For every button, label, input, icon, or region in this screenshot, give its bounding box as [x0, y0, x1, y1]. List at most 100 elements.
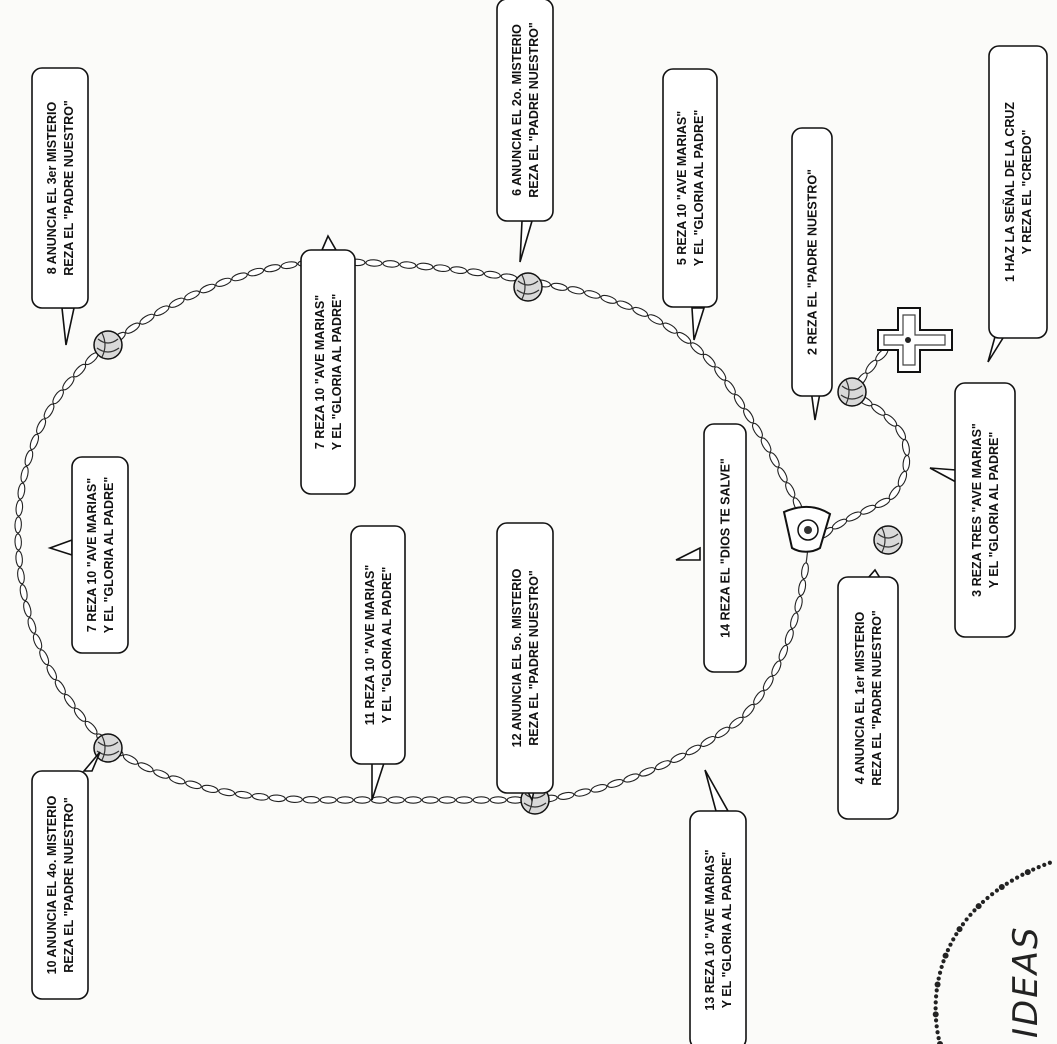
ideas-logo-text: IDEAS — [1006, 925, 1046, 1038]
chain-link — [801, 562, 809, 580]
bubble-line: 14 REZA EL "DIOS TE SALVE" — [719, 458, 733, 638]
logo-bead — [934, 981, 941, 988]
crucifix-icon — [877, 307, 953, 373]
logo-bead — [951, 937, 956, 942]
bubble-tail — [371, 762, 386, 801]
bubble-text: 11 REZA 10 "AVE MARIAS"Y EL "GLORIA AL P… — [363, 565, 394, 726]
chain-link — [370, 796, 388, 804]
instruction-bubble-b3: 3 REZA TRES "AVE MARIAS"Y EL "GLORIA AL … — [929, 382, 1016, 638]
bubble-line: 13 REZA 10 "AVE MARIAS" — [703, 849, 717, 1010]
bubble-text: 3 REZA TRES "AVE MARIAS"Y EL "GLORIA AL … — [970, 423, 1001, 597]
chain-link — [14, 516, 22, 534]
logo-bead — [975, 903, 982, 910]
chain-link — [762, 675, 774, 691]
logo-bead — [1020, 872, 1025, 877]
bubble-line: Y EL "GLORIA AL PADRE" — [102, 477, 116, 634]
chain-pendant — [819, 337, 908, 539]
chain-link — [874, 497, 891, 509]
logo-bead — [954, 932, 959, 937]
logo-bead — [968, 912, 973, 917]
instruction-bubble-b7b: 7 REZA 10 "AVE MARIAS"Y EL "GLORIA AL PA… — [47, 456, 129, 654]
logo-bead — [980, 899, 986, 905]
chain-link — [662, 322, 678, 334]
bubble-text: 13 REZA 10 "AVE MARIAS"Y EL "GLORIA AL P… — [703, 849, 734, 1010]
logo-bead — [1036, 865, 1041, 870]
bubble-line: REZA EL "PADRE NUESTRO" — [62, 797, 76, 973]
bubble-box — [689, 810, 747, 1044]
logo-bead — [1009, 878, 1015, 883]
logo-bead — [933, 994, 939, 999]
chain-link — [623, 773, 640, 783]
bubble-box — [300, 249, 356, 495]
chain-link — [685, 744, 702, 756]
logo-bead — [937, 1041, 943, 1044]
chain-link — [784, 628, 794, 646]
chain-link — [399, 261, 417, 269]
chain-link — [700, 735, 716, 747]
chain-link — [19, 584, 28, 601]
chain-link — [831, 518, 848, 530]
chain-link — [234, 790, 252, 799]
bubble-tail — [47, 538, 73, 557]
chain-link — [751, 422, 763, 438]
chain-link — [557, 791, 575, 800]
bubble-box — [31, 770, 89, 1000]
logo-bead — [964, 917, 969, 922]
chain-link — [421, 796, 439, 804]
chain-link — [489, 796, 507, 804]
chain-link — [137, 762, 154, 773]
instruction-bubble-b13: 13 REZA 10 "AVE MARIAS"Y EL "GLORIA AL P… — [689, 769, 747, 1044]
chain-link — [901, 438, 910, 456]
chain-link — [600, 294, 617, 304]
logo-bead — [1024, 869, 1031, 876]
bubble-tail — [929, 467, 957, 484]
chain-link — [218, 788, 236, 797]
chain-link — [550, 282, 568, 291]
chain-link — [574, 788, 591, 797]
chain-link — [73, 707, 87, 722]
bubble-box — [31, 67, 89, 309]
chain-link — [387, 796, 405, 804]
bubble-box — [662, 68, 718, 308]
chain-link — [714, 726, 730, 739]
logo-bead — [948, 942, 953, 947]
chain-link — [729, 716, 744, 729]
chain-link — [84, 720, 98, 735]
padre-nuestro-bead — [513, 272, 543, 302]
chain-link — [743, 408, 755, 424]
bubble-line: 7 REZA 10 "AVE MARIAS" — [313, 295, 327, 449]
chain-link — [438, 796, 456, 804]
bubble-line: 4 ANUNCIA EL 1er MISTERIO — [853, 611, 867, 784]
chain-link — [184, 290, 200, 301]
bubble-line: Y EL "GLORIA AL PADRE" — [720, 852, 734, 1009]
bubble-line: 1 HAZ LA SEÑAL DE LA CRUZ — [1002, 102, 1017, 282]
padre-nuestro-bead — [873, 525, 903, 555]
chain-link — [860, 504, 877, 515]
bubble-line: Y EL "GLORIA AL PADRE" — [692, 110, 706, 267]
bubble-line: Y EL "GLORIA AL PADRE" — [987, 432, 1001, 589]
chain-link — [760, 437, 772, 453]
chain-link — [251, 792, 269, 801]
bubble-tail — [691, 307, 706, 341]
chain-link — [20, 465, 29, 483]
chain-link — [302, 796, 320, 804]
logo-bead — [990, 892, 995, 897]
bubble-line: REZA EL "PADRE NUESTRO" — [62, 100, 76, 276]
chain-link — [54, 679, 66, 695]
bubble-line: REZA EL "PADRE NUESTRO" — [527, 22, 541, 198]
chain-link — [268, 794, 286, 803]
chain-link — [472, 796, 490, 804]
chain-link — [433, 264, 451, 273]
chain-link — [73, 363, 87, 378]
chain-link — [139, 313, 155, 325]
chain-link — [714, 366, 727, 381]
bubble-line: 11 REZA 10 "AVE MARIAS" — [363, 565, 377, 726]
bubble-line: 7 REZA 10 "AVE MARIAS" — [85, 478, 99, 632]
logo-bead — [932, 1011, 939, 1018]
chain-link — [404, 796, 422, 804]
